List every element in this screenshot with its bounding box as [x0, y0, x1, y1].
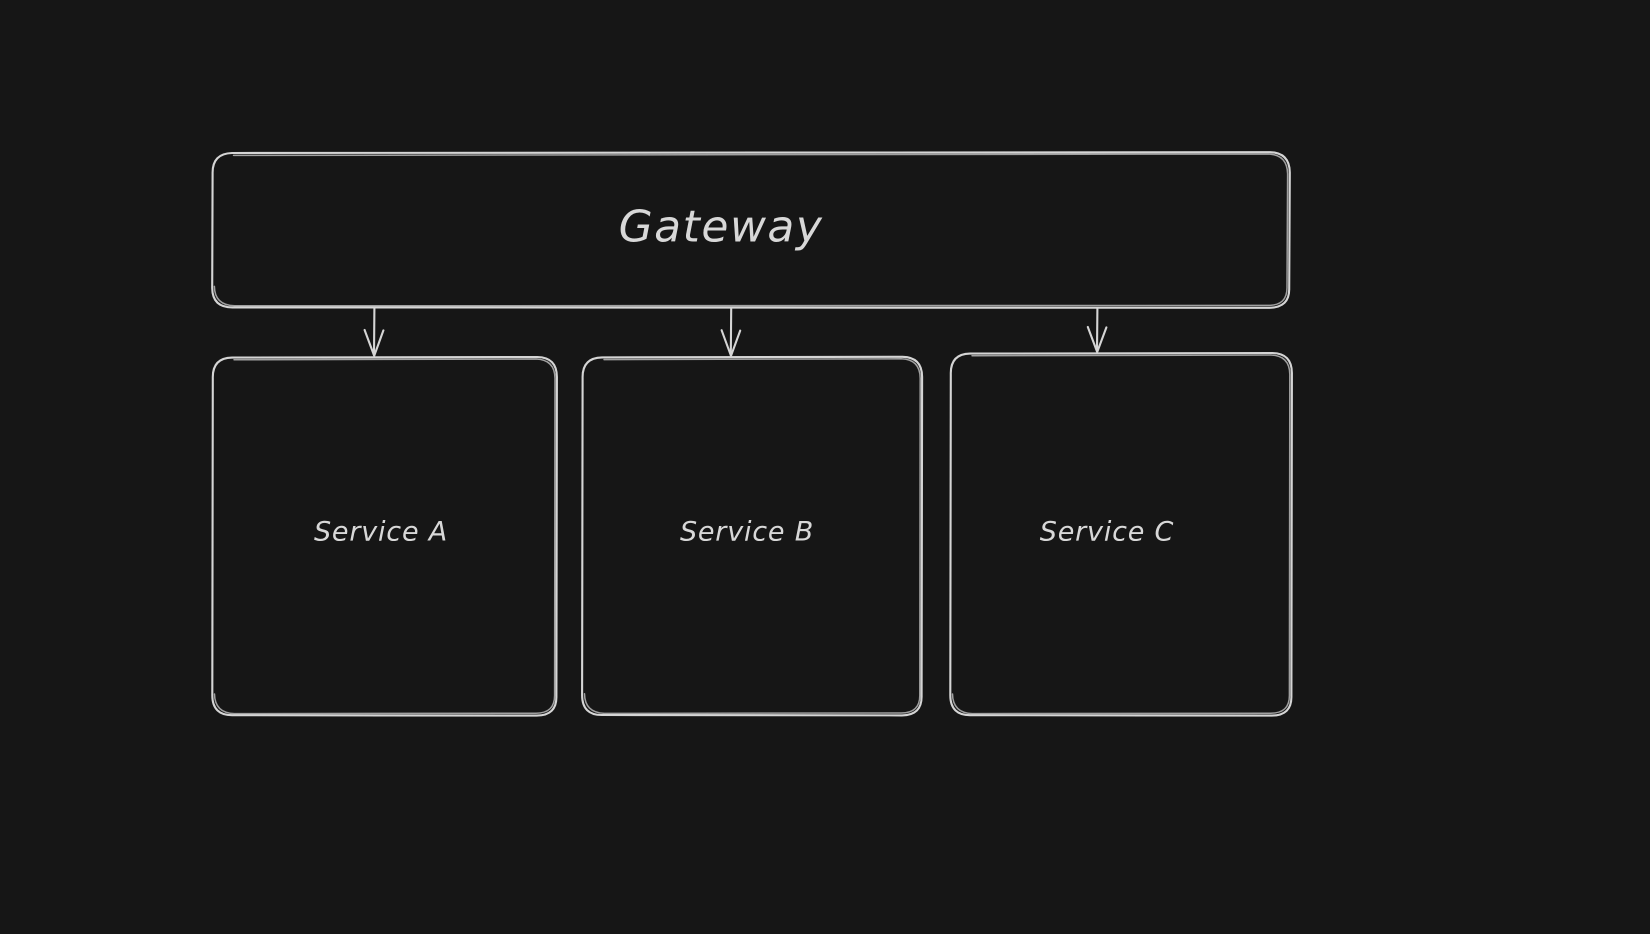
- service-b-node[interactable]: [582, 357, 922, 716]
- gateway-to-service-c-arrow[interactable]: [1086, 306, 1108, 354]
- service-b-node-shape[interactable]: [581, 355, 924, 717]
- service-c-node[interactable]: [950, 353, 1292, 716]
- service-b-node-label: Service B: [679, 516, 815, 548]
- service-c-node-shape[interactable]: [949, 351, 1293, 717]
- service-a-node-shape[interactable]: [211, 355, 558, 717]
- gateway-to-service-a-arrow[interactable]: [363, 306, 385, 357]
- service-c-node-label: Service C: [1039, 516, 1175, 548]
- gateway-node[interactable]: [212, 152, 1290, 308]
- service-a-node-label: Service A: [313, 516, 449, 548]
- gateway-node-label: Gateway: [618, 201, 824, 253]
- gateway-node-shape[interactable]: [211, 151, 1291, 309]
- gateway-to-service-b-arrow[interactable]: [720, 306, 742, 357]
- service-a-node[interactable]: [212, 357, 557, 716]
